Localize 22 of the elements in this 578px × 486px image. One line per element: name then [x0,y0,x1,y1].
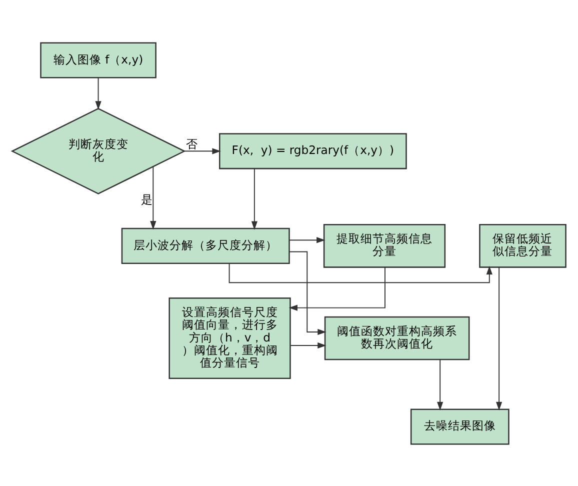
node-box: F(x, y) = rgb2rary(f（x,y）) [219,132,407,169]
arrow [251,168,258,230]
edge-label: 是 [140,192,153,206]
node-box: 去噪结果图像 [410,408,510,444]
arrow [184,148,221,154]
node-box: 提取细节高频信息分量 [323,224,446,268]
arrow [150,166,156,230]
arrow [290,342,326,348]
node-diamond: 判断灰度变化 [10,107,186,194]
node-box: 保留低频近似信息分量 [479,224,566,268]
edge-label: 否 [186,136,198,150]
arrow [496,266,502,410]
node-box: 层小波分解（多尺度分解） [121,227,290,264]
arrow [437,358,444,410]
arrow [228,262,492,283]
arrow [288,236,326,243]
node-box: 阈值函数对重构高频系数再次阈值化 [324,316,470,360]
node-box: 设置高频信号尺度阈值向量，进行多方向（h，v，d）阈值化，重构阈值分量信号 [168,297,291,379]
arrow [288,250,326,335]
arrow [288,266,386,310]
arrow [95,76,102,110]
node-box: 输入图像 f（x,y) [40,42,156,78]
